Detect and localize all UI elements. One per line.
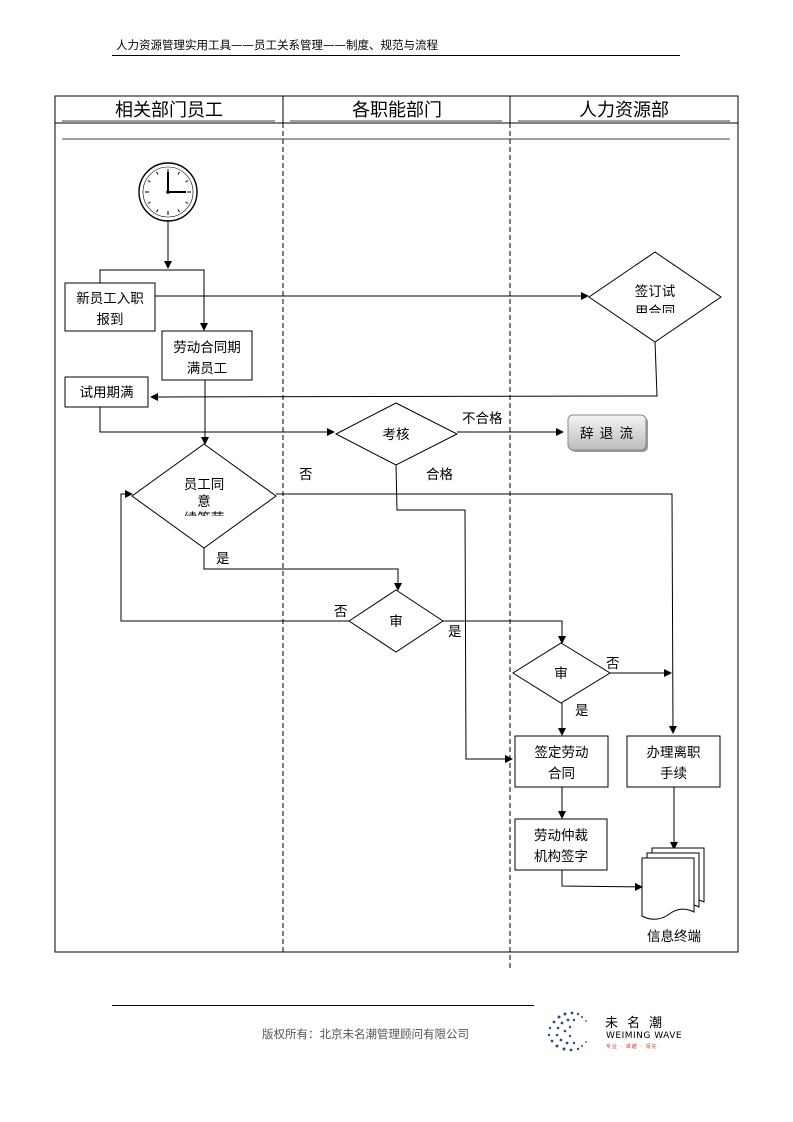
edge-label-fail: 不合格 bbox=[462, 411, 503, 427]
swimlane-frame bbox=[54, 95, 739, 953]
sign-probation-diamond: 签订试 用合同 bbox=[588, 251, 722, 343]
svg-text:办理离职: 办理离职 bbox=[647, 744, 701, 761]
new-employee-box: 新员工入职 报到 bbox=[64, 282, 156, 332]
dismissal-process-button[interactable]: 辞 退 流 bbox=[567, 414, 648, 452]
lane-title-employee: 相关部门员工 bbox=[115, 100, 223, 121]
header-rule bbox=[112, 55, 680, 56]
svg-text:续签劳: 续签劳 bbox=[184, 510, 225, 527]
edge-label-no-review2: 否 bbox=[606, 656, 620, 672]
svg-text:满员工: 满员工 bbox=[187, 361, 228, 377]
svg-text:试用期满: 试用期满 bbox=[80, 385, 134, 401]
edge-label-no-agree: 否 bbox=[299, 467, 313, 483]
svg-text:考核: 考核 bbox=[383, 427, 410, 443]
logo-tagline: 专业 · 卓越 · 领先 bbox=[606, 1044, 658, 1050]
copyright-text: 版权所有：北京未名潮管理顾问有限公司 bbox=[262, 1027, 469, 1041]
edge-label-yes-agree: 是 bbox=[216, 551, 230, 567]
multi-document-icon bbox=[641, 847, 705, 920]
svg-text:手续: 手续 bbox=[660, 766, 687, 782]
svg-text:意: 意 bbox=[197, 493, 211, 510]
edge-label-yes-review1: 是 bbox=[448, 624, 462, 640]
svg-text:签订试: 签订试 bbox=[635, 283, 676, 300]
svg-text:员工同: 员工同 bbox=[184, 477, 225, 493]
sign-contract-box: 签定劳动 合同 bbox=[514, 735, 609, 788]
logo-chinese-name: 未名潮 bbox=[605, 1016, 672, 1031]
footer-rule bbox=[112, 1005, 534, 1006]
edge-label-yes-review2: 是 bbox=[575, 703, 589, 719]
svg-text:合同: 合同 bbox=[548, 766, 575, 782]
svg-text:签定劳动: 签定劳动 bbox=[535, 744, 589, 761]
svg-text:用合同: 用合同 bbox=[635, 304, 676, 320]
svg-text:报到: 报到 bbox=[97, 312, 124, 328]
svg-text:辞 退 流: 辞 退 流 bbox=[580, 426, 634, 442]
edge-label-pass: 合格 bbox=[426, 467, 453, 483]
probation-end-box: 试用期满 bbox=[64, 376, 149, 408]
clock-icon bbox=[138, 162, 198, 222]
employee-agree-diamond: 员工同 意 续签劳 bbox=[131, 443, 277, 549]
assessment-diamond: 考核 bbox=[334, 402, 459, 466]
hr-review-diamond: 审 bbox=[512, 642, 611, 704]
arbitration-box: 劳动仲裁 机构签字 bbox=[514, 818, 608, 871]
header-title: 人力资源管理实用工具——员工关系管理——制度、规范与流程 bbox=[116, 38, 438, 52]
resignation-box: 办理离职 手续 bbox=[626, 735, 721, 788]
svg-text:审: 审 bbox=[554, 666, 568, 682]
svg-text:劳动合同期: 劳动合同期 bbox=[173, 340, 241, 356]
contract-expired-box: 劳动合同期 满员工 bbox=[161, 330, 253, 381]
svg-text:机构签字: 机构签字 bbox=[534, 848, 588, 865]
lane-title-departments: 各职能部门 bbox=[352, 100, 442, 121]
lane-title-hr: 人力资源部 bbox=[579, 100, 669, 121]
department-review-diamond: 审 bbox=[348, 589, 444, 653]
connectors bbox=[99, 221, 678, 891]
edge-label-no-review1: 否 bbox=[334, 604, 348, 620]
svg-text:劳动仲裁: 劳动仲裁 bbox=[534, 828, 588, 844]
wave-logo-icon bbox=[547, 1011, 587, 1052]
info-terminal-label: 信息终端 bbox=[647, 928, 701, 945]
svg-text:审: 审 bbox=[389, 614, 403, 630]
logo-english-name: WEIMING WAVE bbox=[606, 1031, 683, 1041]
svg-text:新员工入职: 新员工入职 bbox=[76, 291, 144, 307]
